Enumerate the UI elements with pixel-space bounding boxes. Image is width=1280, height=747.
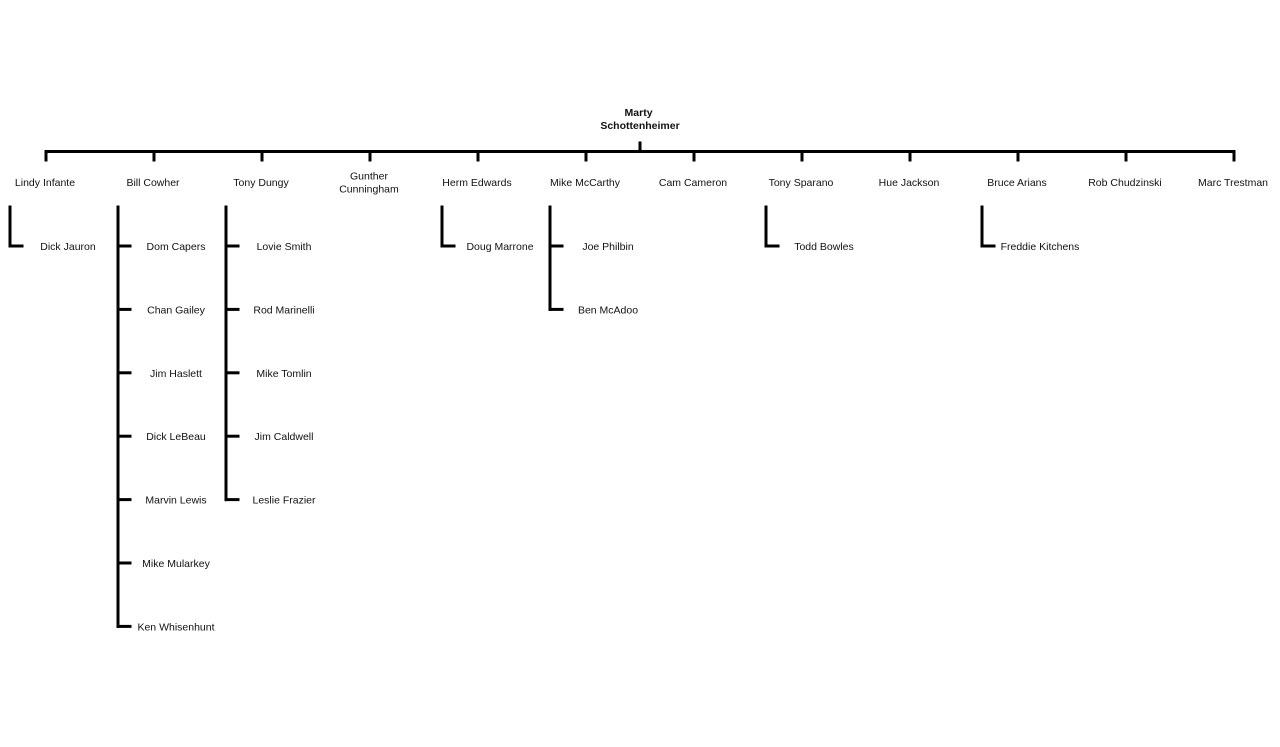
coach-label: Gunther	[350, 171, 388, 183]
coach-label: Cam Cameron	[659, 177, 727, 189]
protege-label: Mike Mularkey	[142, 558, 210, 570]
protege-label: Dom Capers	[147, 241, 206, 253]
coach-label: Hue Jackson	[879, 177, 940, 189]
coach-label: Lindy Infante	[15, 177, 75, 189]
coach-label: Rob Chudzinski	[1088, 177, 1162, 189]
coach-label: Herm Edwards	[442, 177, 511, 189]
coach-label: Tony Dungy	[233, 177, 289, 189]
coach-label: Cunningham	[339, 184, 399, 196]
protege-label: Ben McAdoo	[578, 304, 638, 316]
root-node-label: Marty Schottenheimer	[600, 107, 679, 132]
connector-lines	[8, 141, 1236, 628]
protege-label: Lovie Smith	[257, 241, 312, 253]
coach-label: Marc Trestman	[1198, 177, 1268, 189]
protege-label: Leslie Frazier	[252, 495, 316, 507]
protege-label: Dick Jauron	[40, 241, 96, 253]
protege-label: Doug Marrone	[466, 241, 533, 253]
coach-label: Mike McCarthy	[550, 177, 621, 189]
protege-label: Ken Whisenhunt	[137, 621, 214, 633]
root-label-line-1: Marty	[625, 107, 653, 119]
coach-label: Bruce Arians	[987, 177, 1047, 189]
protege-label: Dick LeBeau	[146, 431, 206, 443]
protege-label: Rod Marinelli	[253, 304, 314, 316]
coach-label: Bill Cowher	[126, 177, 180, 189]
protege-label: Mike Tomlin	[256, 368, 311, 380]
protege-label: Chan Gailey	[147, 304, 206, 316]
protege-label: Jim Caldwell	[255, 431, 314, 443]
coach-label: Tony Sparano	[769, 177, 834, 189]
root-label-line-2: Schottenheimer	[600, 120, 679, 132]
protege-label: Todd Bowles	[794, 241, 854, 253]
protege-label: Joe Philbin	[582, 241, 634, 253]
protege-label: Jim Haslett	[150, 368, 202, 380]
protege-label: Freddie Kitchens	[1001, 241, 1080, 253]
protege-label: Marvin Lewis	[145, 495, 206, 507]
